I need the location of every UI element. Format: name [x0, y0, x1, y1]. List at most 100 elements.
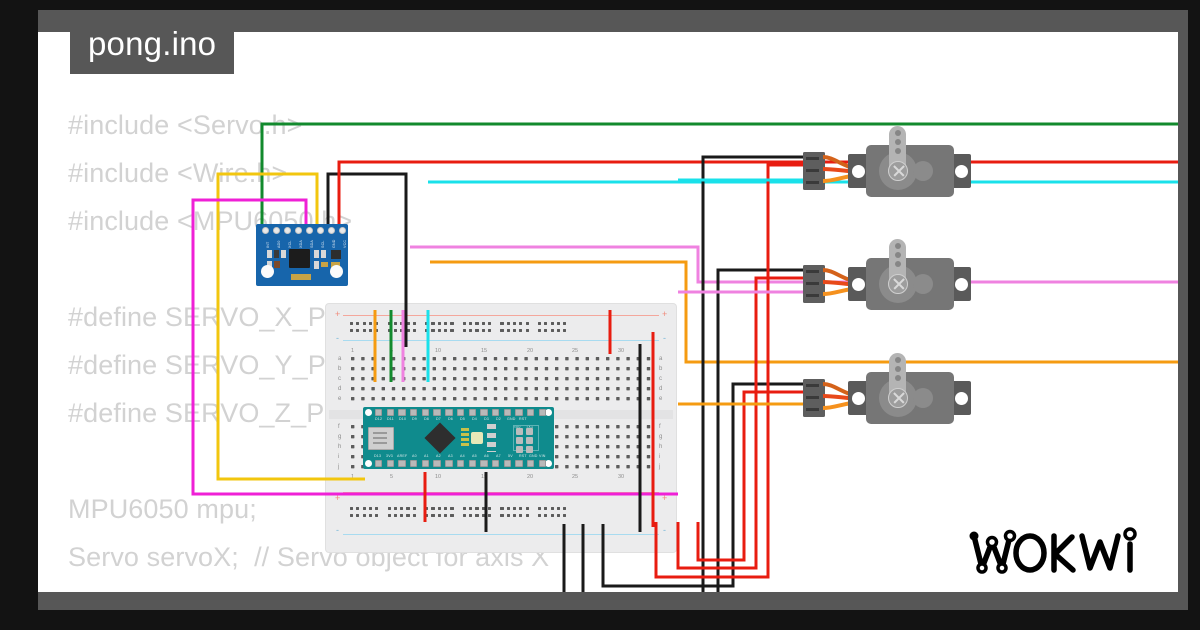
- capacitors: [487, 424, 496, 452]
- servo-motor-z[interactable]: [793, 353, 978, 437]
- servo-motor-y[interactable]: [793, 239, 978, 323]
- nano-pin-d13[interactable]: [375, 460, 383, 468]
- breadboard-rail-holes-bottom2: [350, 514, 576, 518]
- nano-pin-label: A7: [496, 454, 501, 458]
- nano-pin-a1[interactable]: [421, 460, 430, 468]
- nano-pin-d8[interactable]: [421, 408, 430, 416]
- code-line: #include <Servo.h>: [68, 110, 303, 140]
- smd-component: [281, 250, 286, 258]
- microcontroller-chip: [424, 422, 456, 454]
- servo-connector[interactable]: [803, 379, 825, 417]
- nano-pin-label: D4: [472, 417, 477, 421]
- smd-component: [274, 250, 279, 258]
- wire-red-servo1: [654, 163, 803, 579]
- mpu-pin-scl[interactable]: [317, 227, 324, 234]
- nano-pin-label: A1: [424, 454, 429, 458]
- mpu-pin-label: SCL: [321, 240, 325, 248]
- smd-component: [331, 250, 341, 259]
- nano-pin-row-top[interactable]: [375, 408, 550, 416]
- mount-hole: [955, 165, 968, 178]
- mpu-pin-xcl[interactable]: [284, 227, 291, 234]
- breadboard-plus-label: +: [335, 493, 341, 503]
- usb-port[interactable]: [368, 427, 394, 450]
- nano-pin-aref[interactable]: [398, 460, 406, 468]
- nano-pin-label: 3V3: [386, 454, 393, 458]
- mpu-pin-int[interactable]: [262, 227, 269, 234]
- servo-secondary-gear: [913, 161, 933, 181]
- mount-hole: [852, 165, 865, 178]
- nano-pin-d5[interactable]: [456, 408, 465, 416]
- nano-pin-rst[interactable]: [515, 408, 523, 416]
- servo-hub-icon: [888, 161, 908, 181]
- nano-pin-d6[interactable]: [445, 408, 453, 416]
- nano-pin-label: D12: [375, 417, 383, 421]
- nano-pin-label: GND: [529, 454, 538, 458]
- mpu-pin-sda[interactable]: [306, 227, 313, 234]
- nano-pin-label: A4: [460, 454, 465, 458]
- mpu-pin-gnd[interactable]: [328, 227, 335, 234]
- nano-pin-label: AREF: [397, 454, 408, 458]
- nano-pin-vin[interactable]: [538, 460, 547, 468]
- nano-pin-3v3[interactable]: [386, 460, 395, 468]
- nano-pin-gnd[interactable]: [503, 408, 511, 416]
- smd-component: [274, 261, 280, 268]
- mpu-pin-vcc[interactable]: [339, 227, 346, 234]
- nano-pin-label: A5: [472, 454, 477, 458]
- mount-hole: [261, 265, 274, 278]
- nano-pin-label: RST: [519, 454, 527, 458]
- nano-pin-d2[interactable]: [491, 408, 500, 416]
- wire-red-mpu-vcc: [337, 160, 1178, 227]
- nano-pin-d11[interactable]: [386, 408, 395, 416]
- nano-pin-d4[interactable]: [468, 408, 476, 416]
- nano-pin-label: A3: [448, 454, 453, 458]
- mpu-pin-ad0[interactable]: [273, 227, 280, 234]
- nano-pin-a7[interactable]: [491, 460, 500, 468]
- nano-pin-label: GND: [507, 417, 516, 421]
- nano-pin-d9[interactable]: [410, 408, 418, 416]
- nano-pin-a0[interactable]: [410, 460, 418, 468]
- nano-pin-d12[interactable]: [375, 408, 383, 416]
- mpu-pin-label: AD0: [277, 240, 281, 248]
- nano-pin-a6[interactable]: [480, 460, 488, 468]
- nano-pin-a2[interactable]: [433, 460, 441, 468]
- nano-pin-a4[interactable]: [456, 460, 465, 468]
- servo-motor-x[interactable]: [793, 126, 978, 210]
- nano-pin-label: VIN: [539, 454, 546, 458]
- mount-hole: [365, 409, 372, 416]
- servo-secondary-gear: [913, 388, 933, 408]
- mpu6050-board[interactable]: INT AD0 XCL XDA SDA SCL GND VCC: [256, 224, 348, 286]
- icsp-header[interactable]: [513, 425, 539, 453]
- nano-pin-a3[interactable]: [445, 460, 453, 468]
- nano-pin-a5[interactable]: [468, 460, 476, 468]
- nano-pin-d7[interactable]: [433, 408, 441, 416]
- nano-pin-d3[interactable]: [480, 408, 488, 416]
- nano-pin-gnd2[interactable]: [526, 460, 535, 468]
- breadboard-rail-holes-bottom: [350, 507, 576, 511]
- mount-hole: [330, 265, 343, 278]
- nano-pin-label: 5V: [508, 454, 513, 458]
- nano-pin-label: D11: [387, 417, 394, 421]
- nano-pin-label: A2: [436, 454, 441, 458]
- smd-component: [267, 250, 272, 258]
- nano-pin-d10[interactable]: [398, 408, 406, 416]
- arduino-nano-board[interactable]: D12 D11 D10 D9 D8 D7 D6 D5 D4 D3 D2 GND …: [363, 407, 554, 469]
- wokwi-logo: [968, 524, 1148, 584]
- nano-pin-label: D7: [436, 417, 441, 421]
- nano-pin-5v[interactable]: [503, 460, 511, 468]
- mpu-pin-label: VCC: [343, 239, 347, 248]
- nano-pin-label: D13: [374, 454, 382, 458]
- power-led: [471, 432, 483, 444]
- mpu-pin-xda[interactable]: [295, 227, 302, 234]
- nano-pin-label: D2: [496, 417, 501, 421]
- nano-pin-rx0[interactable]: [526, 408, 535, 416]
- led-bank: [461, 428, 469, 448]
- nano-pin-label: A6: [484, 454, 489, 458]
- nano-pin-label: D3: [484, 417, 489, 421]
- nano-pin-tx1[interactable]: [538, 408, 547, 416]
- wire-red-servo3: [696, 390, 803, 562]
- nano-pin-label: D6: [448, 417, 453, 421]
- servo-hub-icon: [888, 274, 908, 294]
- nano-pin-row-bottom[interactable]: [375, 460, 550, 468]
- nano-pin-rst2[interactable]: [515, 460, 523, 468]
